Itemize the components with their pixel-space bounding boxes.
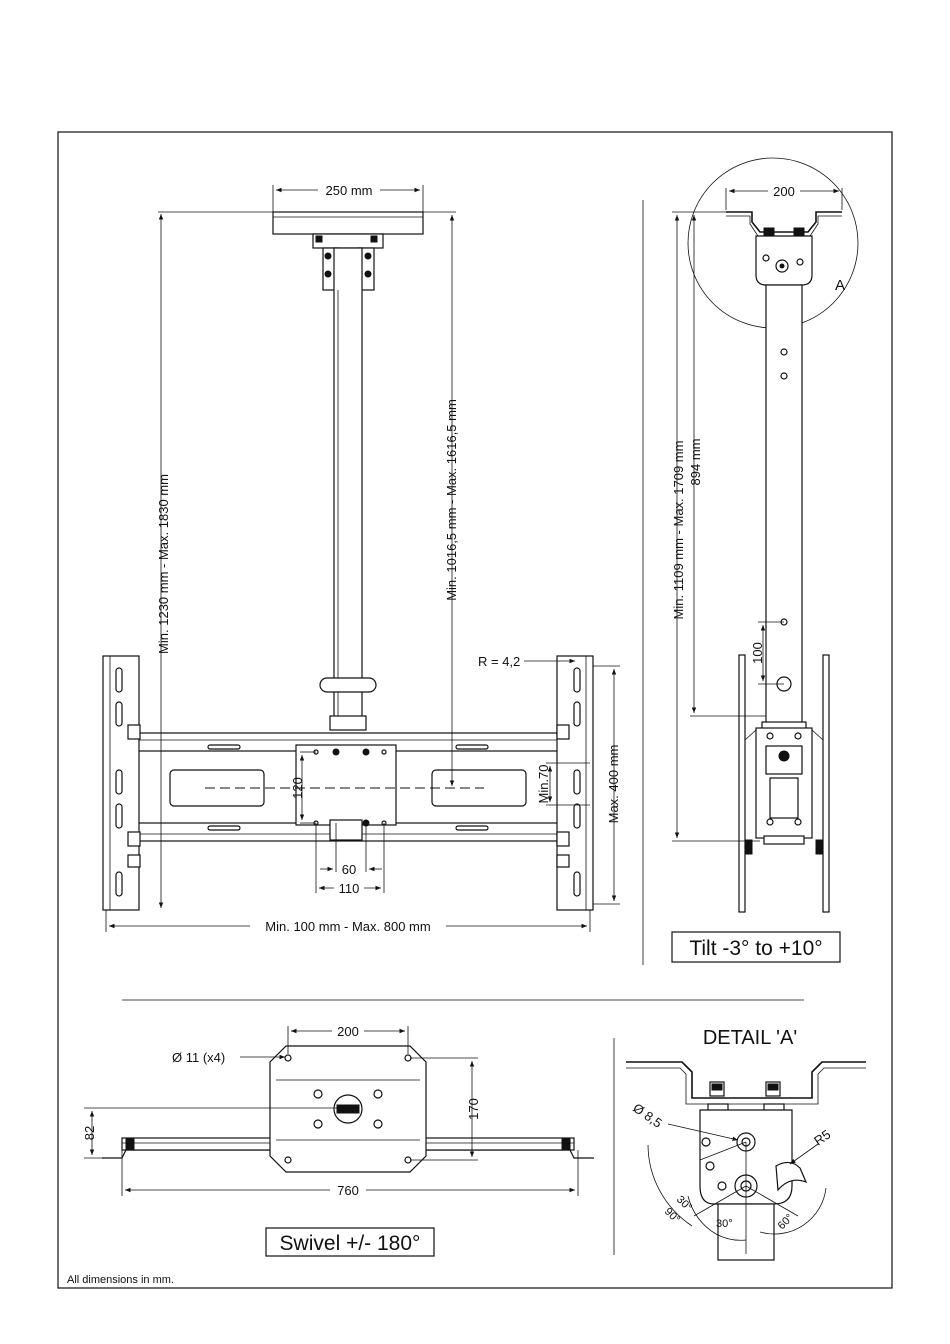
ceiling-plate <box>273 212 423 234</box>
tilt-label: Tilt -3° to +10° <box>689 937 822 960</box>
dim-rail-min: Min.70 <box>536 764 551 803</box>
dim-detail-radius: R5 <box>811 1127 833 1149</box>
dim-pole-height: Min. 1016,5 mm - Max. 1616,5 mm <box>444 399 459 601</box>
front-view: 250 mm Min. 1230 mm - Max. 1830 mm Min. … <box>103 182 621 934</box>
dim-vesa-v: 120 <box>290 777 305 799</box>
dim-vesa-h2: 110 <box>339 881 360 896</box>
dim-side-pole: 894 mm <box>688 439 703 486</box>
dim-top-plate-width: 200 <box>337 1024 359 1039</box>
dim-top-plate: 250 mm <box>326 183 373 198</box>
angle-60: 60° <box>776 1212 796 1232</box>
dim-height: 82 <box>82 1126 97 1140</box>
angle-90: 90° <box>662 1206 682 1226</box>
detail-marker: A <box>835 277 845 294</box>
dim-width-range: Min. 100 mm - Max. 800 mm <box>265 919 430 934</box>
dim-rail-length: 760 <box>337 1183 359 1198</box>
dim-total-height: Min. 1230 mm - Max. 1830 mm <box>156 474 171 654</box>
detail-a: DETAIL 'A' Ø 8,5 R5 30° 30° 60° <box>626 1027 866 1260</box>
dim-side-plate: 200 <box>773 184 795 199</box>
dim-radius: R = 4,2 <box>478 654 520 669</box>
dim-vesa-h1: 60 <box>342 862 356 877</box>
dim-detail-hole: Ø 8,5 <box>630 1100 665 1131</box>
footer-note: All dimensions in mm. <box>67 1274 174 1286</box>
dim-plate-depth: 170 <box>466 1098 481 1120</box>
side-view: A 200 Min. 1109 mm - Max. 1709 mm <box>671 158 858 962</box>
dim-hole-spacing: 100 <box>750 642 765 664</box>
dim-hole-dia: Ø 11 (x4) <box>172 1050 225 1065</box>
detail-title: DETAIL 'A' <box>703 1027 797 1049</box>
top-view: 200 Ø 11 (x4) 170 82 760 Swivel +/- 180° <box>82 1023 594 1256</box>
swivel-label: Swivel +/- 180° <box>280 1232 421 1255</box>
angle-30-center: 30° <box>716 1218 733 1230</box>
dim-rail-max: Max. 400 mm <box>606 745 621 824</box>
dim-side-total: Min. 1109 mm - Max. 1709 mm <box>671 441 686 620</box>
